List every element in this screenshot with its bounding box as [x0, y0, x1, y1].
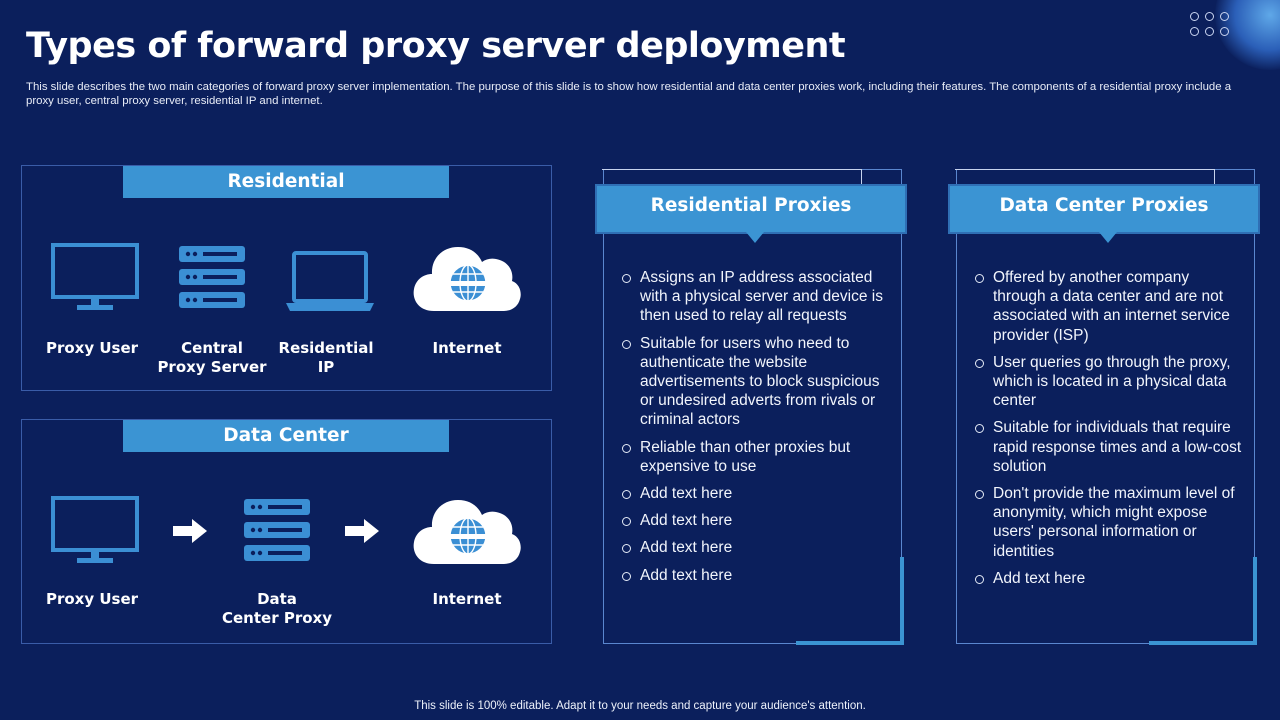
residential-proxies-heading: Residential Proxies: [595, 184, 907, 234]
residential-item-proxy-user: Proxy User: [45, 339, 139, 357]
list-item: Add text here: [620, 484, 890, 503]
residential-item-internet: Internet: [432, 339, 502, 357]
server-stack-icon: [244, 499, 310, 561]
pointer-down-icon: [746, 232, 764, 243]
monitor-icon: [51, 243, 139, 310]
list-item: Offered by another company through a dat…: [973, 268, 1243, 345]
list-item: Don't provide the maximum level of anony…: [973, 484, 1243, 561]
datacenter-item-proxy-user: Proxy User: [45, 590, 139, 608]
list-item: Add text here: [620, 511, 890, 530]
datacenter-panel: Data Center Proxy User: [21, 419, 552, 644]
monitor-icon: [51, 496, 139, 563]
datacenter-proxies-list: Offered by another company through a dat…: [973, 268, 1243, 596]
residential-item-central-proxy-server: Central Proxy Server: [157, 339, 267, 376]
residential-panel: Residential Proxy User: [21, 165, 552, 391]
list-item: Reliable than other proxies but expensiv…: [620, 438, 890, 476]
datacenter-panel-heading: Data Center: [123, 420, 449, 452]
residential-panel-heading: Residential: [123, 166, 449, 198]
list-item: Add text here: [973, 569, 1243, 588]
slide-description: This slide describes the two main catego…: [26, 81, 1232, 107]
datacenter-proxies-heading: Data Center Proxies: [948, 184, 1260, 234]
datacenter-proxies-card: Data Center Proxies Offered by another c…: [948, 169, 1260, 645]
list-item: Add text here: [620, 566, 890, 585]
decorative-dots: [1190, 12, 1229, 36]
datacenter-item-data-center-proxy: Data Center Proxy: [222, 590, 332, 627]
list-item: User queries go through the proxy, which…: [973, 353, 1243, 411]
list-item: Assigns an IP address associated with a …: [620, 268, 890, 326]
list-item: Suitable for users who need to authentic…: [620, 334, 890, 430]
arrow-right-icon: [173, 519, 207, 543]
arrow-right-icon: [345, 519, 379, 543]
datacenter-item-internet: Internet: [432, 590, 502, 608]
cloud-globe-icon: [413, 500, 521, 564]
list-item: Suitable for individuals that require ra…: [973, 418, 1243, 476]
list-item: Add text here: [620, 538, 890, 557]
page-title: Types of forward proxy server deployment: [26, 26, 846, 66]
footer-note: This slide is 100% editable. Adapt it to…: [414, 700, 866, 712]
cloud-globe-icon: [413, 247, 521, 311]
residential-proxies-card: Residential Proxies Assigns an IP addres…: [595, 169, 907, 645]
pointer-down-icon: [1099, 232, 1117, 243]
residential-proxies-list: Assigns an IP address associated with a …: [620, 268, 890, 593]
residential-item-residential-ip: Residential IP: [278, 339, 374, 376]
server-stack-icon: [179, 246, 245, 308]
laptop-icon: [286, 251, 374, 311]
